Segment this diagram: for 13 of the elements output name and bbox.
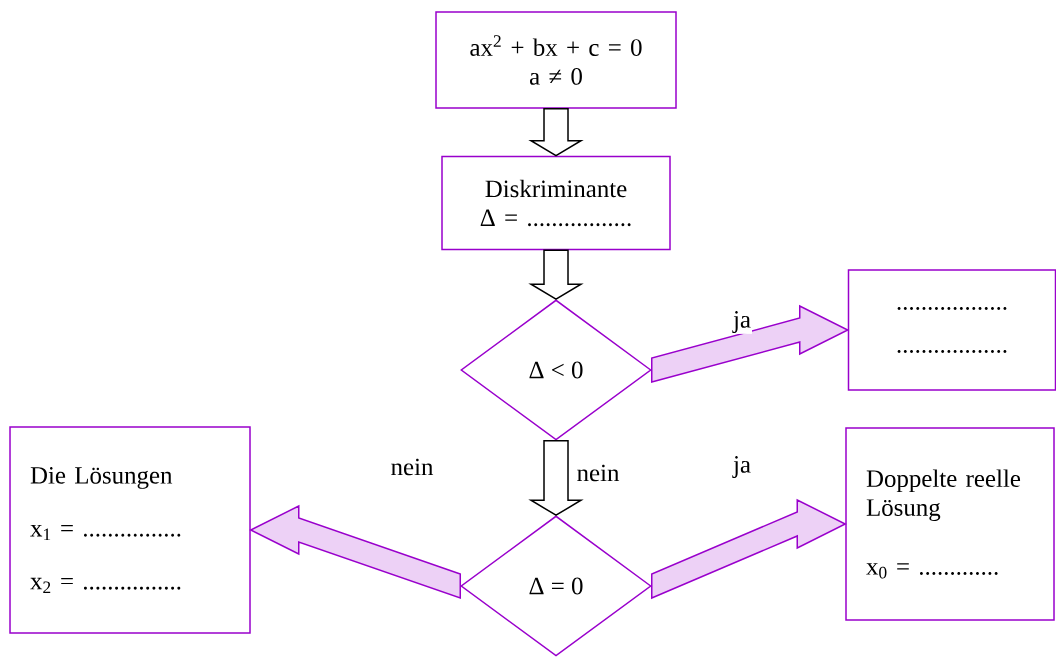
edge-label: nein — [575, 463, 621, 483]
edge-label: nein — [389, 457, 435, 477]
process-box: ax$^{2}$ + bx + c = 0 a ≠ 0 — [435, 11, 677, 109]
block-arrow — [651, 304, 850, 383]
block-arrow — [528, 249, 584, 301]
edge-label: ja — [732, 310, 752, 334]
process-box: Diskriminante Δ = ................. — [441, 155, 671, 251]
process-box: .................. .................. — [847, 269, 1056, 391]
process-box: Doppelte reelle Lösung x$_{0}$ = ............. — [845, 427, 1055, 621]
edge-label: ja — [732, 455, 752, 479]
block-arrow — [528, 440, 584, 517]
process-box: Die Lösungen x$_{1}$ = ................ x$_{2}$ = ................ — [9, 426, 251, 634]
block-arrow — [528, 108, 584, 157]
